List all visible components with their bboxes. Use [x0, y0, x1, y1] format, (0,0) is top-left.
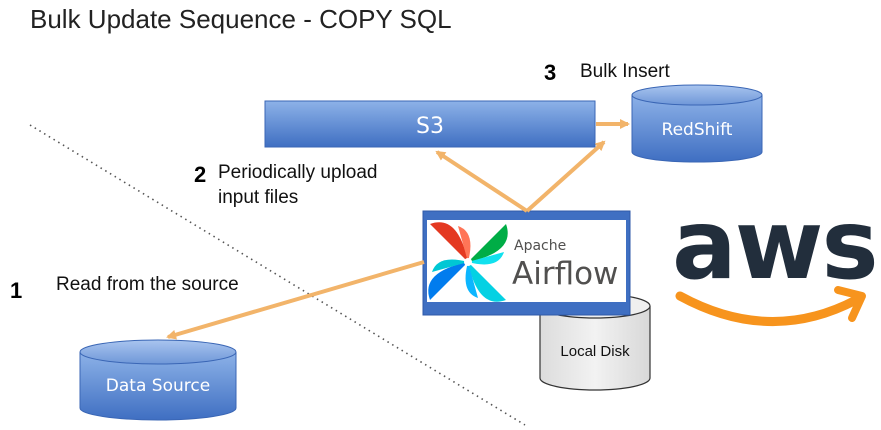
- step-1-number: 1: [10, 278, 23, 303]
- airflow-node: Apache Airflow: [422, 210, 631, 316]
- step-3-label: Bulk Insert: [580, 61, 670, 82]
- step-2-label-line2: input files: [218, 187, 299, 208]
- aws-logo-text: aws: [672, 189, 877, 301]
- step-2-number: 2: [194, 162, 207, 187]
- arrow-airflow-to-data-source: [166, 260, 425, 340]
- s3-node: S3: [264, 100, 596, 148]
- local-disk-label: Local Disk: [560, 343, 630, 360]
- aws-logo: aws: [672, 189, 879, 326]
- step-1-label: Read from the source: [56, 274, 239, 295]
- data-source-cylinder: Data Source: [79, 339, 237, 421]
- airflow-apache-label: Apache: [514, 238, 566, 254]
- s3-label: S3: [416, 114, 444, 139]
- arrow-airflow-to-redshift: [525, 140, 606, 213]
- step-2-label-line1: Periodically upload: [218, 162, 378, 183]
- redshift-label: RedShift: [662, 120, 733, 140]
- diagram-title: Bulk Update Sequence - COPY SQL: [30, 4, 452, 34]
- airflow-pinwheel-icon: [428, 222, 508, 302]
- aws-smile-icon: [675, 291, 861, 326]
- aws-smile-arrow-icon: [834, 286, 866, 322]
- data-source-label: Data Source: [106, 376, 210, 396]
- arrow-airflow-to-s3: [435, 150, 529, 213]
- redshift-cylinder: RedShift: [631, 84, 763, 163]
- airflow-name-label: Airflow: [512, 256, 618, 292]
- step-3-number: 3: [544, 60, 557, 85]
